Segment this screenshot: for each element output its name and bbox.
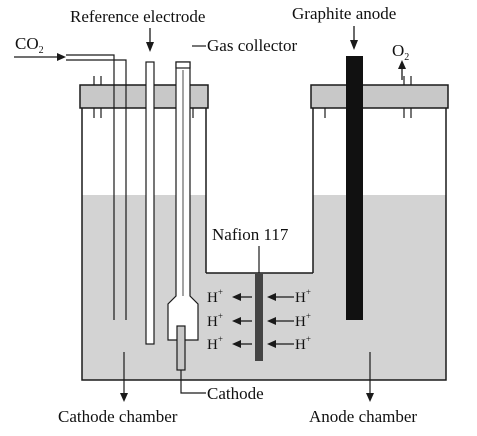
graphite-anode-rod bbox=[346, 56, 363, 320]
anode-chamber-label: Anode chamber bbox=[309, 407, 417, 426]
cathode-chamber-label: Cathode chamber bbox=[58, 407, 178, 426]
proton-left-3: H+ bbox=[207, 334, 223, 353]
gas-collector-label: Gas collector bbox=[207, 36, 297, 55]
proton-arrowheads-right bbox=[267, 293, 276, 348]
proton-arrows-left bbox=[240, 296, 252, 345]
co2-inlet-tube bbox=[66, 54, 127, 320]
proton-right-1: H+ bbox=[295, 287, 311, 306]
nafion-label: Nafion 117 bbox=[212, 225, 289, 244]
chamber-label-pointers bbox=[123, 352, 371, 394]
proton-right-2: H+ bbox=[295, 311, 311, 330]
reference-electrode-arrow-head bbox=[146, 42, 154, 52]
co2-label: CO2 bbox=[15, 34, 44, 56]
cathode-lid-vents bbox=[93, 76, 194, 118]
cathode-chamber-wall bbox=[81, 85, 207, 381]
electrolyte-solution bbox=[82, 195, 446, 380]
o2-label-main: O bbox=[392, 41, 404, 60]
chamber-label-pointer-heads bbox=[120, 393, 374, 402]
co2-label-sub: 2 bbox=[39, 45, 44, 56]
gas-collector-cap bbox=[175, 61, 191, 69]
o2-label-sub: 2 bbox=[404, 52, 409, 63]
graphite-anode-label: Graphite anode bbox=[292, 4, 396, 23]
anode-chamber-lid bbox=[310, 84, 449, 109]
reference-electrode-label: Reference electrode bbox=[70, 7, 205, 26]
anode-chamber-wall bbox=[312, 85, 447, 381]
reference-electrode-tube bbox=[145, 61, 155, 345]
co2-label-main: CO bbox=[15, 34, 39, 53]
proton-arrowheads-left bbox=[232, 293, 241, 348]
proton-right-3: H+ bbox=[295, 334, 311, 353]
proton-arrows-right bbox=[275, 296, 294, 345]
graphite-anode-arrow-head bbox=[350, 40, 358, 50]
cathode-lead bbox=[180, 370, 206, 394]
proton-left-1: H+ bbox=[207, 287, 223, 306]
o2-label: O2 bbox=[392, 41, 409, 63]
cathode-label: Cathode bbox=[207, 384, 264, 403]
proton-left-2: H+ bbox=[207, 311, 223, 330]
co2-inlet-arrow-head bbox=[57, 53, 66, 61]
o2-outlet-arrow-head bbox=[398, 60, 406, 69]
nafion-membrane bbox=[255, 273, 263, 361]
cathode-plate bbox=[176, 325, 186, 371]
anode-lid-vents bbox=[324, 76, 412, 118]
